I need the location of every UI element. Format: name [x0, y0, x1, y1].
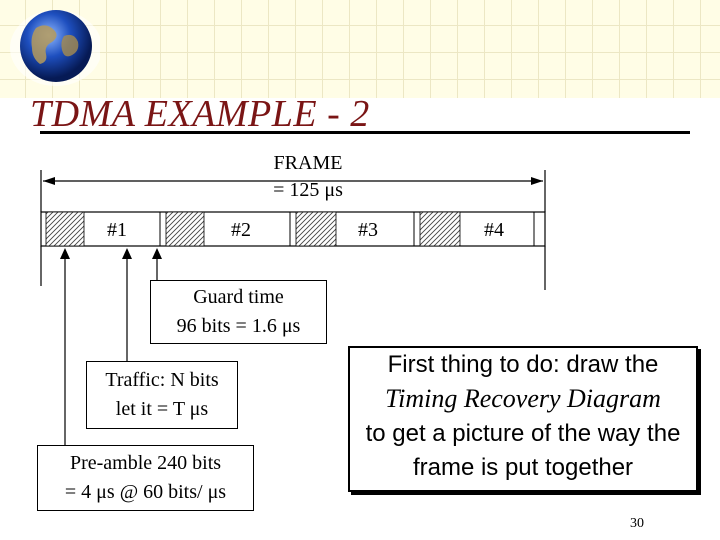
page-number: 30 — [630, 516, 644, 531]
slot-2-preamble-block — [165, 211, 205, 247]
header-grid-background — [0, 0, 720, 98]
frame-label-line1: FRAME — [273, 152, 343, 174]
preamble-line2: = 4 μs @ 60 bits/ μs — [64, 481, 227, 503]
callout-line3: to get a picture of the way the — [365, 420, 681, 447]
frame-bar — [40, 211, 546, 247]
slot-label-3: #3 — [358, 219, 378, 241]
title-underline — [40, 131, 690, 134]
guard-time-line2: 96 bits = 1.6 μs — [176, 315, 301, 337]
slot-label-1: #1 — [107, 219, 127, 241]
traffic-box: Traffic: N bits let it = T μs — [86, 361, 238, 429]
slot-label-2: #2 — [231, 219, 251, 241]
callout-line2-emphasis: Timing Recovery Diagram — [385, 384, 661, 413]
frame-dimension-arrow — [40, 170, 546, 212]
slot-3-preamble-block — [295, 211, 337, 247]
frame-label: FRAME = 125 μs — [248, 150, 368, 204]
globe-icon — [10, 10, 100, 86]
guard-time-box: Guard time 96 bits = 1.6 μs — [150, 280, 327, 344]
slot-4-preamble-block — [419, 211, 461, 247]
preamble-line1: Pre-amble 240 bits — [69, 452, 222, 474]
traffic-line2: let it = T μs — [115, 398, 209, 420]
timing-recovery-callout: First thing to do: draw the Timing Recov… — [348, 346, 698, 492]
slot-label-4: #4 — [484, 219, 504, 241]
traffic-pointer-arrow — [122, 248, 132, 362]
traffic-line1: Traffic: N bits — [105, 369, 219, 391]
preamble-pointer-arrow — [60, 248, 70, 446]
frame-label-line2: = 125 μs — [273, 179, 343, 201]
callout-line1: First thing to do: draw the — [387, 351, 659, 378]
slot-1-preamble-block — [45, 211, 85, 247]
page-title: TDMA EXAMPLE - 2 — [30, 93, 370, 135]
guard-time-line1: Guard time — [193, 286, 284, 308]
callout-line4: frame is put together — [412, 454, 634, 481]
guard-time-pointer-arrow — [152, 248, 162, 280]
preamble-box: Pre-amble 240 bits = 4 μs @ 60 bits/ μs — [37, 445, 254, 511]
